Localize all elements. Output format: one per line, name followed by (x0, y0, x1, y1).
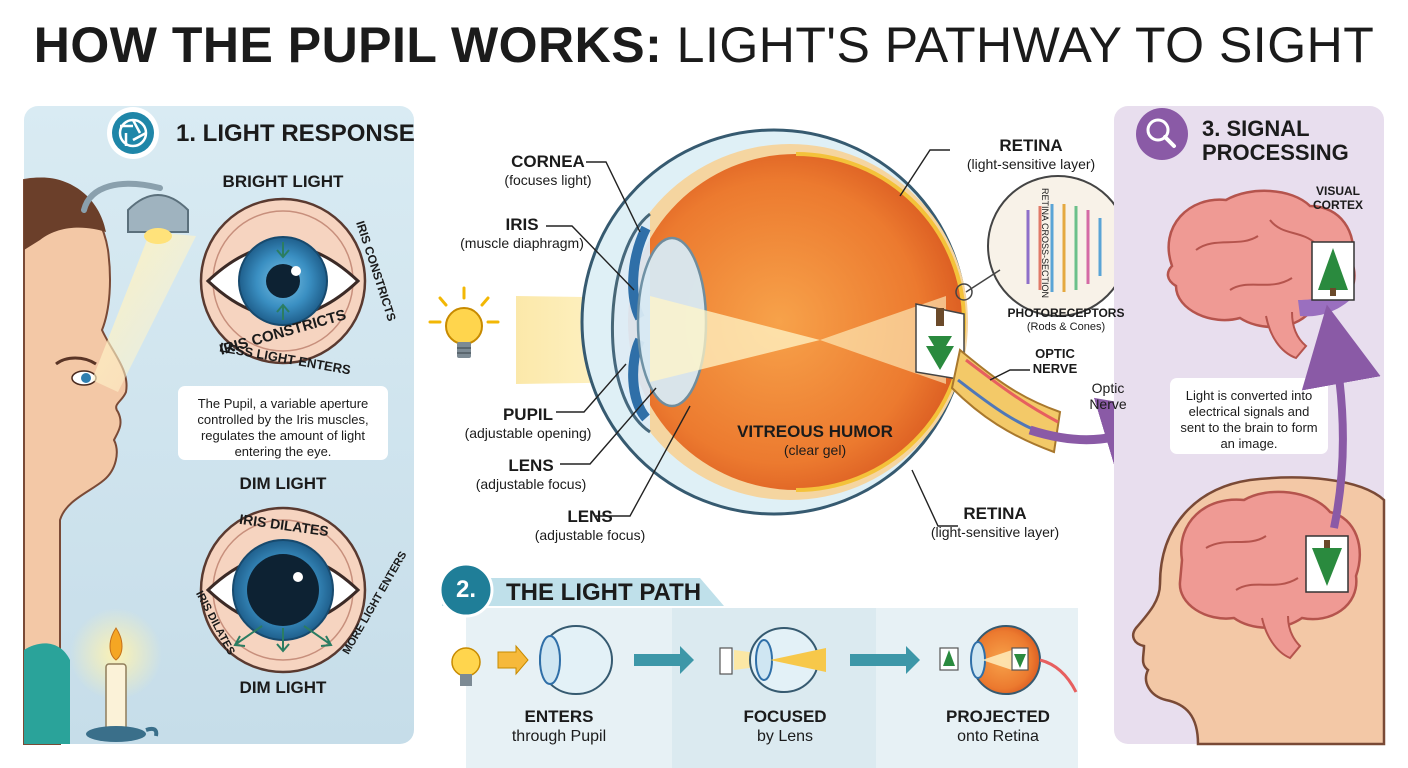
tree-icon (915, 303, 965, 381)
eye-anatomy (428, 128, 1194, 527)
label-lens-2: LENS (adjustable focus) (514, 507, 666, 543)
label-retina-bottom-desc: (light-sensitive layer) (930, 523, 1060, 540)
pupil-description: The Pupil, a variable aperture controlle… (197, 396, 369, 459)
label-visual-cortex: VISUAL CORTEX (1312, 184, 1363, 212)
panel-light-response (23, 106, 414, 745)
title-light: LIGHT'S PATHWAY TO SIGHT (676, 17, 1375, 73)
panel-signal-processing (1114, 106, 1386, 746)
label-lens-1-name: LENS (508, 456, 554, 475)
label-iris-name: IRIS (505, 215, 539, 234)
label-cornea-name: CORNEA (511, 152, 585, 171)
section3-title-line2: PROCESSING (1202, 140, 1349, 165)
magnifier-icon (1136, 108, 1188, 160)
label-vitreous-name: VITREOUS HUMOR (737, 422, 893, 441)
step-projected-name: PROJECTED (946, 707, 1050, 726)
title-bold: HOW THE PUPIL WORKS: (33, 17, 663, 73)
label-iris-desc: (muscle diaphragm) (460, 234, 584, 251)
label-retina-cross-section: RETINA CROSS-SECTION (1040, 188, 1050, 299)
section2-title: THE LIGHT PATH (506, 579, 702, 606)
label-retina-top: RETINA (light-sensitive layer) (948, 136, 1114, 172)
description-card (178, 386, 388, 460)
panel-light-path (438, 562, 1078, 768)
step-projected: PROJECTED onto Retina (920, 707, 1076, 747)
label-lens-1: LENS (adjustable focus) (456, 456, 606, 492)
lightbulb-icon (428, 286, 500, 358)
step-focused: FOCUSED by Lens (710, 707, 860, 747)
brain-in-head (1178, 490, 1361, 660)
label-retina-bottom-name: RETINA (963, 504, 1027, 523)
step-projected-desc: onto Retina (957, 728, 1039, 746)
label-optic-nerve-arrow: Optic Nerve (1089, 380, 1127, 412)
label-vitreous-desc: (clear gel) (783, 441, 847, 458)
step-focused-name: FOCUSED (743, 707, 827, 726)
lamp-light-beam (92, 232, 196, 392)
step-projected-graphic (939, 625, 1078, 695)
label-optic-nerve: OPTIC NERVE (1032, 346, 1078, 376)
retina-cross-section (955, 175, 1129, 317)
page-title: HOW THE PUPIL WORKS: LIGHT'S PATHWAY TO … (0, 14, 1408, 76)
label-vitreous-humor: VITREOUS HUMOR (clear gel) (722, 422, 908, 458)
dim-light-label-bottom: DIM LIGHT (239, 678, 327, 697)
bright-light-label: BRIGHT LIGHT (222, 172, 344, 191)
dim-light-label-top: DIM LIGHT (239, 474, 327, 493)
label-iris: IRIS (muscle diaphragm) (446, 215, 598, 251)
section3-title-line1: 3. SIGNAL (1202, 116, 1310, 141)
label-pupil-name: PUPIL (502, 405, 554, 424)
section2-number: 2. (455, 576, 476, 603)
step-enters-desc: through Pupil (511, 728, 607, 746)
label-lens-2-desc: (adjustable focus) (534, 526, 646, 543)
aperture-icon (107, 107, 159, 159)
label-photoreceptors-name: PHOTORECEPTORS (1007, 306, 1125, 320)
label-retina-top-desc: (light-sensitive layer) (966, 155, 1096, 172)
brain-icon (1166, 189, 1356, 360)
signal-description: Light is converted into electrical signa… (1180, 388, 1318, 451)
label-photoreceptors-desc: (Rods & Cones) (1026, 320, 1106, 333)
step-focused-graphic (719, 627, 826, 693)
bright-light-eye (199, 197, 367, 365)
label-retina-bottom: RETINA (light-sensitive layer) (912, 504, 1078, 540)
step-focused-desc: by Lens (756, 728, 814, 746)
dim-light-eye (199, 506, 367, 674)
label-cornea: CORNEA (focuses light) (478, 152, 618, 188)
step-enters-graphic (451, 625, 613, 695)
label-lens-2-name: LENS (567, 507, 613, 526)
label-pupil: PUPIL (adjustable opening) (448, 405, 608, 441)
label-pupil-desc: (adjustable opening) (464, 424, 592, 441)
label-retina-top-name: RETINA (999, 136, 1063, 155)
lamp-icon (81, 180, 189, 244)
candle-icon (70, 608, 162, 742)
label-cornea-desc: (focuses light) (504, 171, 592, 188)
label-lens-1-desc: (adjustable focus) (475, 475, 587, 492)
step-enters: ENTERS through Pupil (486, 707, 632, 747)
section1-title: 1. LIGHT RESPONSE (176, 120, 415, 147)
step-enters-name: ENTERS (524, 707, 594, 726)
label-photoreceptors: PHOTORECEPTORS (Rods & Cones) (1000, 306, 1132, 333)
